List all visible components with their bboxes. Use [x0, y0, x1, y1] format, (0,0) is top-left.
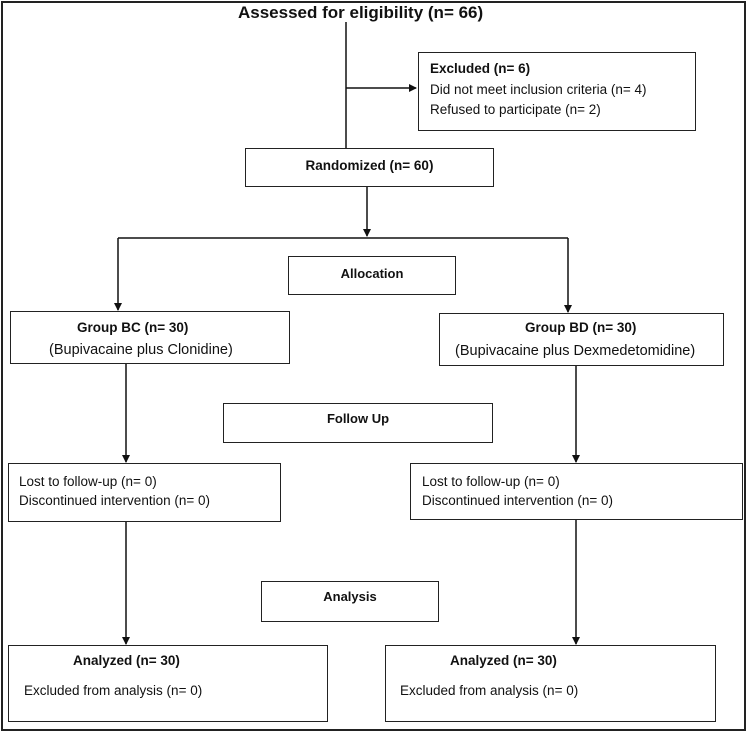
left-lost-followup: Lost to follow-up (n= 0) [19, 474, 157, 489]
excluded-box: Excluded (n= 6) Did not meet inclusion c… [418, 52, 696, 131]
analysis-label: Analysis [323, 589, 377, 604]
left-analyzed-box: Analyzed (n= 30) Excluded from analysis … [8, 645, 328, 722]
allocation-label: Allocation [340, 266, 404, 281]
right-followup-box: Lost to follow-up (n= 0) Discontinued in… [410, 463, 743, 520]
randomized-box: Randomized (n= 60) [245, 148, 494, 187]
left-discontinued: Discontinued intervention (n= 0) [19, 493, 210, 508]
excluded-criteria: Did not meet inclusion criteria (n= 4) [430, 82, 647, 97]
group-bd-box: Group BD (n= 30) (Bupivacaine plus Dexme… [439, 313, 724, 366]
analysis-box: Analysis [261, 581, 439, 622]
assessed-label: Assessed for eligibility (n= 66) [238, 3, 484, 22]
excluded-refused: Refused to participate (n= 2) [430, 102, 601, 117]
group-bc-subtitle: (Bupivacaine plus Clonidine) [49, 342, 233, 358]
group-bd-title: Group BD (n= 30) [525, 320, 637, 335]
left-followup-box: Lost to follow-up (n= 0) Discontinued in… [8, 463, 281, 522]
excluded-title: Excluded (n= 6) [430, 61, 531, 76]
randomized-label: Randomized (n= 60) [305, 158, 434, 173]
group-bc-title: Group BC (n= 30) [77, 320, 189, 335]
group-bd-subtitle: (Bupivacaine plus Dexmedetomidine) [455, 343, 696, 359]
right-analyzed-title: Analyzed (n= 30) [450, 653, 557, 668]
right-analyzed-box: Analyzed (n= 30) Excluded from analysis … [385, 645, 716, 722]
follow-up-box: Follow Up [223, 403, 493, 443]
group-bc-box: Group BC (n= 30) (Bupivacaine plus Cloni… [10, 311, 290, 364]
left-analyzed-title: Analyzed (n= 30) [73, 653, 180, 668]
right-lost-followup: Lost to follow-up (n= 0) [422, 474, 560, 489]
left-excluded-analysis: Excluded from analysis (n= 0) [24, 683, 203, 698]
follow-up-label: Follow Up [326, 411, 390, 426]
right-discontinued: Discontinued intervention (n= 0) [422, 493, 613, 508]
right-excluded-analysis: Excluded from analysis (n= 0) [400, 683, 579, 698]
allocation-box: Allocation [288, 256, 456, 295]
